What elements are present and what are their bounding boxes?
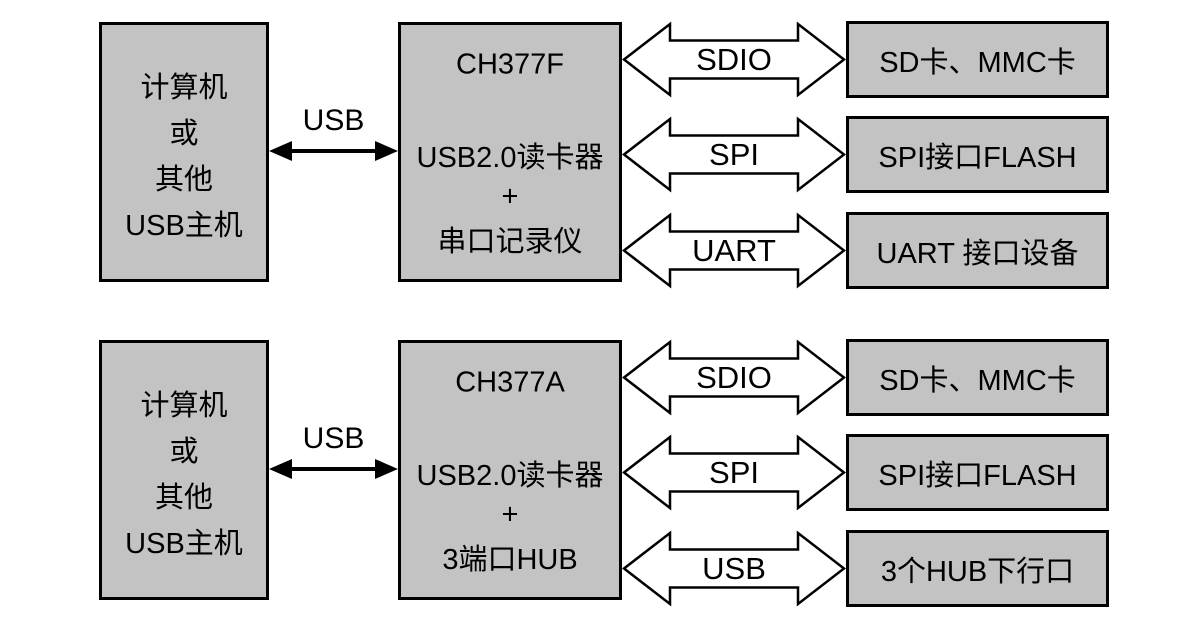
bus-connection: SPI	[622, 116, 846, 193]
chip-function-line: 串口记录仪	[437, 226, 583, 258]
device-label: SPI接口FLASH	[878, 459, 1077, 492]
bus-connection: UART	[622, 212, 846, 289]
bus-label: SPI	[709, 454, 759, 490]
bus-connection: SPI	[622, 434, 846, 511]
chip-plus-sign: +	[501, 180, 519, 213]
usb-link-label: USB	[302, 104, 365, 137]
hollow-double-arrow-icon	[622, 530, 846, 607]
host-box: 计算机 或 其他 USB主机	[99, 22, 269, 282]
hollow-double-arrow-icon	[622, 434, 846, 511]
chip-title: CH377F	[456, 48, 564, 81]
host-line: 计算机	[140, 390, 228, 422]
device-box: SPI接口FLASH	[846, 116, 1109, 193]
bus-label: USB	[702, 550, 766, 586]
bus-label: UART	[692, 232, 776, 268]
device-label: SD卡、MMC卡	[879, 46, 1076, 79]
usb-double-arrow-icon	[269, 141, 398, 161]
bus-label: SDIO	[696, 41, 772, 77]
chip-function-line: 3端口HUB	[442, 544, 578, 576]
device-label: 3个HUB下行口	[880, 555, 1075, 588]
bus-connection: SDIO	[622, 21, 846, 98]
hollow-double-arrow-icon	[622, 116, 846, 193]
chip-title: CH377A	[455, 366, 565, 399]
chip-box: CH377A USB2.0读卡器 + 3端口HUB	[398, 340, 622, 600]
host-line: 计算机	[140, 72, 228, 104]
host-line: 或	[169, 436, 199, 468]
device-box: SD卡、MMC卡	[846, 339, 1109, 416]
ch377f-diagram: 计算机 或 其他 USB主机 USB CH377F USB2.0读卡器 + 串口…	[0, 0, 1200, 318]
device-label: SD卡、MMC卡	[879, 364, 1076, 397]
device-box: 3个HUB下行口	[846, 530, 1109, 607]
bus-connection: USB	[622, 530, 846, 607]
usb-link-label: USB	[302, 422, 365, 455]
hollow-double-arrow-icon	[622, 21, 846, 98]
chip-function-line: USB2.0读卡器	[416, 460, 604, 492]
host-box: 计算机 或 其他 USB主机	[99, 340, 269, 600]
device-box: SD卡、MMC卡	[846, 21, 1109, 98]
host-line: USB主机	[125, 528, 243, 560]
bus-label: SPI	[709, 136, 759, 172]
ch377a-diagram: 计算机 或 其他 USB主机 USB CH377A USB2.0读卡器 + 3端…	[0, 318, 1200, 636]
chip-box: CH377F USB2.0读卡器 + 串口记录仪	[398, 22, 622, 282]
host-line: 其他	[154, 482, 213, 514]
hollow-double-arrow-icon	[622, 339, 846, 416]
usb-double-arrow-icon	[269, 459, 398, 479]
chip-function-line: USB2.0读卡器	[416, 142, 604, 174]
host-line: 或	[169, 118, 199, 150]
chip-plus-sign: +	[501, 498, 519, 531]
device-label: UART 接口设备	[876, 237, 1079, 270]
device-box: SPI接口FLASH	[846, 434, 1109, 511]
bus-label: SDIO	[696, 359, 772, 395]
device-box: UART 接口设备	[846, 212, 1109, 289]
device-label: SPI接口FLASH	[878, 141, 1077, 174]
hollow-double-arrow-icon	[622, 212, 846, 289]
host-line: 其他	[154, 164, 213, 196]
host-line: USB主机	[125, 210, 243, 242]
bus-connection: SDIO	[622, 339, 846, 416]
